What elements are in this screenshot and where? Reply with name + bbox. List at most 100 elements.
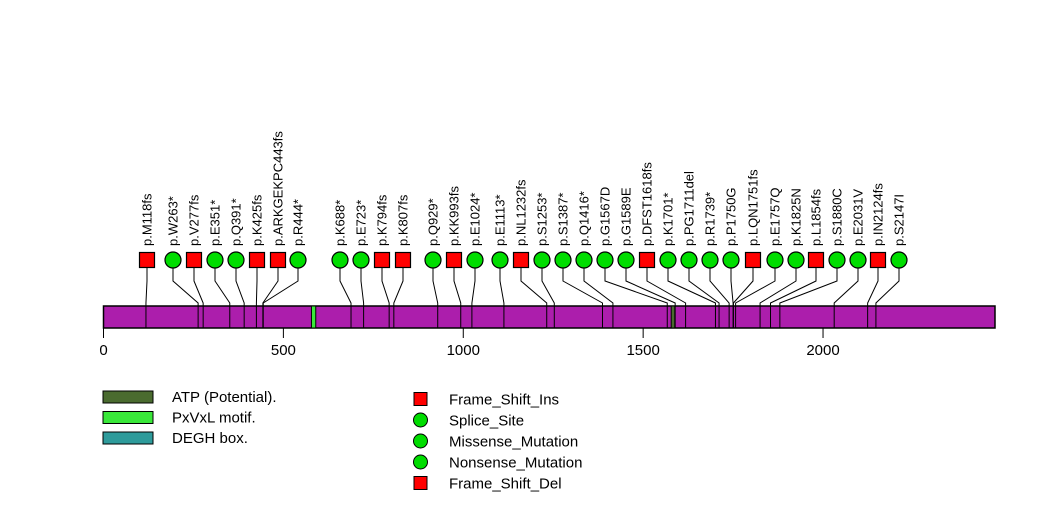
legend-type-label: Missense_Mutation: [449, 434, 578, 451]
mutation-stem: [393, 268, 404, 328]
mutation-stem: [432, 268, 439, 328]
mutation-stem: [453, 268, 462, 328]
mutation-label: p.K807fs: [396, 194, 411, 246]
mutation-stem: [562, 268, 603, 328]
mutation-marker[interactable]: [575, 251, 593, 269]
mutation-marker[interactable]: [533, 251, 551, 269]
mutation-stem: [646, 268, 687, 328]
mutation-stem: [541, 268, 555, 328]
mutation-label: p.V277fs: [187, 194, 202, 246]
mutation-label: p.NL1232fs: [514, 179, 529, 246]
mutation-marker[interactable]: [554, 251, 572, 269]
mutation-marker[interactable]: [680, 251, 698, 269]
mutation-marker[interactable]: [722, 251, 740, 269]
mutation-marker[interactable]: [638, 251, 656, 269]
legend-type-label: Nonsense_Mutation: [449, 455, 582, 472]
mutation-stem: [770, 268, 817, 328]
mutation-label: p.Q1416*: [577, 191, 592, 246]
mutation-stem: [833, 268, 859, 328]
legend-type-square-icon: [413, 476, 428, 490]
mutation-marker[interactable]: [744, 251, 762, 269]
legend-domain-label: DEGH box.: [172, 430, 248, 447]
mutation-stem: [235, 268, 245, 328]
mutation-marker[interactable]: [289, 251, 307, 269]
legend-domain-swatch: [102, 431, 154, 445]
mutation-marker[interactable]: [248, 251, 266, 269]
mutation-marker[interactable]: [138, 251, 156, 269]
mutation-label: p.Q929*: [426, 198, 441, 246]
mutation-stem: [735, 268, 776, 328]
mutation-marker[interactable]: [206, 251, 224, 269]
mutation-label: p.K1825N: [789, 188, 804, 246]
mutation-stem: [360, 268, 365, 328]
mutation-stem: [471, 268, 476, 328]
axis-tick-label: 1500: [626, 342, 659, 359]
mutation-label: p.E1113*: [493, 194, 508, 246]
mutation-marker[interactable]: [617, 251, 635, 269]
legend-type-circle-icon: [413, 433, 428, 449]
legend-type-square-icon: [413, 392, 428, 406]
mutation-label: p.DFST1618fs: [640, 162, 655, 246]
mutation-marker[interactable]: [394, 251, 412, 269]
mutation-label: p.G1567D: [598, 187, 613, 246]
mutation-label: p.E723*: [354, 200, 369, 246]
mutation-label: p.E2031V: [851, 189, 866, 246]
mutation-label: p.Q391*: [229, 198, 244, 246]
mutation-marker[interactable]: [227, 251, 245, 269]
mutation-marker[interactable]: [659, 251, 677, 269]
mutation-stem: [709, 268, 730, 328]
mutation-label: p.LQN1751fs: [746, 169, 761, 246]
mutation-marker[interactable]: [701, 251, 719, 269]
mutation-label: p.S2147I: [892, 194, 907, 246]
mutation-stem: [759, 268, 797, 328]
mutation-label: p.E1757Q: [768, 187, 783, 246]
mutation-marker[interactable]: [890, 251, 908, 269]
mutation-stem: [214, 268, 231, 328]
mutation-marker[interactable]: [787, 251, 805, 269]
legend-domain-swatch: [102, 390, 154, 404]
mutation-label: p.G1589E: [619, 187, 634, 246]
mutation-marker[interactable]: [164, 251, 182, 269]
mutation-stem: [604, 268, 668, 328]
mutation-label: p.ARKGEKPC443fs: [271, 131, 286, 246]
mutation-label: p.S1880C: [830, 188, 845, 246]
mutation-label: p.K425fs: [250, 194, 265, 246]
mutation-label: p.P1750G: [724, 187, 739, 246]
axis-tick-label: 2000: [806, 342, 839, 359]
mutation-label: p.M118fs: [140, 193, 155, 246]
mutation-marker[interactable]: [596, 251, 614, 269]
mutation-marker[interactable]: [466, 251, 484, 269]
mutation-stem: [255, 268, 258, 328]
mutation-marker[interactable]: [445, 251, 463, 269]
legend-type-label: Splice_Site: [449, 413, 524, 430]
mutation-marker[interactable]: [491, 251, 509, 269]
domain-segment-0: [310, 305, 317, 329]
mutation-stem: [145, 268, 148, 328]
mutation-marker[interactable]: [269, 251, 287, 269]
mutation-stem: [688, 268, 720, 328]
mutation-marker[interactable]: [331, 251, 349, 269]
mutation-marker[interactable]: [373, 251, 391, 269]
mutation-marker[interactable]: [185, 251, 203, 269]
domain-segment-1: [670, 305, 676, 329]
axis-tick-label: 1000: [447, 342, 480, 359]
mutation-marker[interactable]: [352, 251, 370, 269]
mutation-marker[interactable]: [807, 251, 825, 269]
mutation-marker[interactable]: [424, 251, 442, 269]
mutation-stem: [867, 268, 879, 328]
mutation-label: p.KK993fs: [447, 186, 462, 246]
mutation-marker[interactable]: [512, 251, 530, 269]
mutation-label: p.S1387*: [556, 193, 571, 247]
mutation-marker[interactable]: [828, 251, 846, 269]
mutation-label: p.E1024*: [468, 193, 483, 247]
mutation-marker[interactable]: [869, 251, 887, 269]
mutation-stem: [172, 268, 199, 328]
mutation-stem: [499, 268, 505, 328]
mutation-marker[interactable]: [766, 251, 784, 269]
mutation-marker[interactable]: [849, 251, 867, 269]
legend-domain-label: PxVxL motif.: [172, 410, 256, 427]
mutation-label: p.K794fs: [375, 194, 390, 246]
legend-type-label: Frame_Shift_Del: [449, 476, 562, 493]
